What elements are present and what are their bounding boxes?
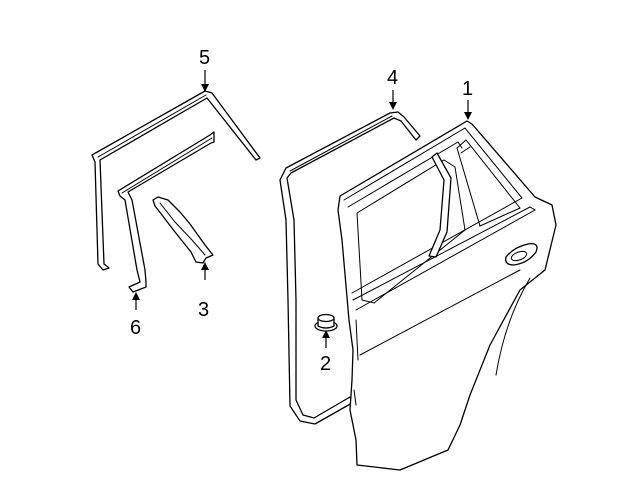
callout-3: 3 — [198, 299, 210, 321]
door-shell — [337, 120, 557, 471]
callout-1: 1 — [462, 78, 474, 100]
callout-2: 2 — [320, 353, 332, 375]
callout-arrows — [132, 70, 472, 348]
plug — [314, 313, 338, 332]
guide-bracket — [152, 196, 214, 264]
upper-frame-seal — [91, 90, 261, 271]
callout-6: 6 — [130, 317, 142, 339]
door-weatherstrip — [279, 111, 421, 425]
run-channel — [117, 131, 215, 293]
callout-5: 5 — [199, 47, 211, 69]
callout-4: 4 — [387, 67, 399, 89]
